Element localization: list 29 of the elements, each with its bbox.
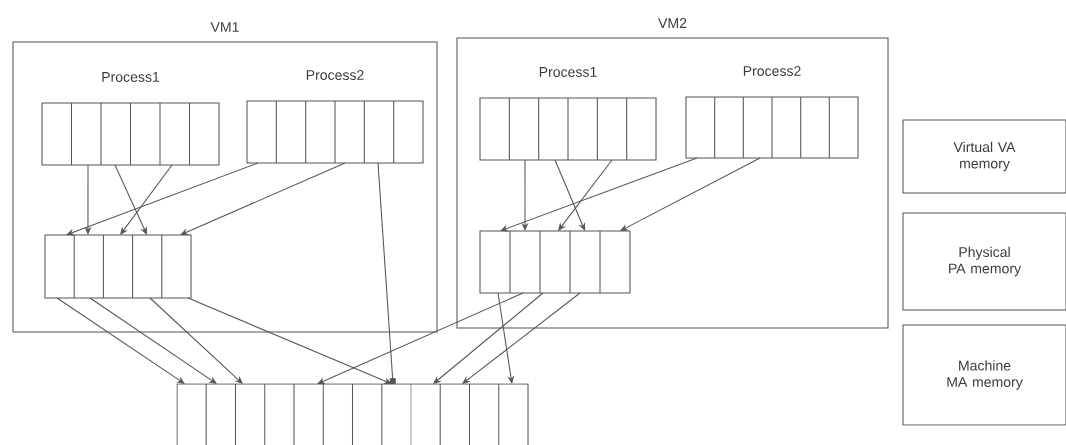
arrow: [497, 292, 515, 384]
arrow: [56, 297, 185, 384]
page-table: [479, 230, 631, 294]
arrow: [558, 159, 613, 231]
arrow: [66, 162, 259, 236]
arrow: [114, 164, 147, 235]
arrow: [317, 292, 524, 384]
arrow: [149, 297, 243, 384]
arrow: [433, 292, 544, 384]
heading: VM2: [658, 18, 687, 28]
arrow: [620, 157, 761, 231]
heading: Process2: [306, 70, 364, 80]
memory-type-box: Physical PA memory: [902, 212, 1066, 311]
page-table: [176, 383, 529, 445]
arrow: [187, 297, 392, 385]
arrow: [462, 292, 581, 384]
heading: Process1: [102, 72, 160, 82]
arrow: [89, 297, 217, 384]
arrow: [500, 157, 698, 232]
memory-type-box: Virtual VA memory: [902, 119, 1066, 194]
memory-type-box: Machine MA memory: [902, 324, 1066, 426]
heading: Process1: [539, 67, 597, 77]
arrow: [180, 162, 346, 235]
heading: VM1: [210, 22, 239, 32]
arrow: [377, 162, 396, 385]
heading: Process2: [743, 66, 801, 76]
page-table: [44, 234, 192, 299]
arrow: [554, 159, 586, 231]
arrow: [120, 164, 173, 235]
